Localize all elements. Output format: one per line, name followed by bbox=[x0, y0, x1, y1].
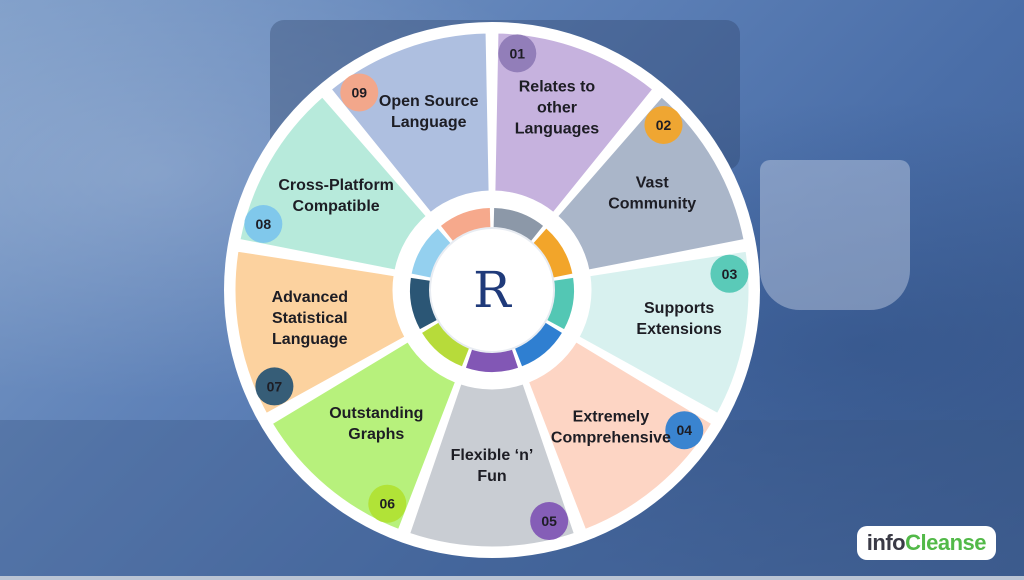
hub-slice-05 bbox=[465, 348, 519, 372]
background-coffee-cup bbox=[760, 160, 910, 310]
segment-02-number-badge bbox=[644, 105, 683, 144]
segment-03-number: 03 bbox=[722, 266, 738, 282]
segment-09-number: 09 bbox=[351, 84, 367, 100]
hub-slice-07 bbox=[410, 277, 438, 330]
segment-05-number: 05 bbox=[541, 513, 557, 529]
segment-05-label: Flexible ‘n’Fun bbox=[451, 447, 534, 485]
center-r-letter: R bbox=[473, 261, 512, 319]
infocleanse-logo: infoCleanse bbox=[856, 526, 996, 560]
segment-01-number: 01 bbox=[510, 45, 526, 61]
segment-06-number-badge bbox=[368, 484, 407, 523]
segment-03-number-badge bbox=[710, 254, 749, 293]
segment-08-number: 08 bbox=[256, 216, 272, 232]
segment-07-number: 07 bbox=[267, 378, 283, 394]
segment-02-number: 02 bbox=[656, 117, 672, 133]
logo-text-cleanse: Cleanse bbox=[905, 530, 986, 555]
logo-text-info: info bbox=[866, 530, 906, 555]
segment-01-number-badge bbox=[498, 34, 537, 73]
hub-slice-02 bbox=[533, 228, 573, 278]
hub-slice-08 bbox=[411, 228, 451, 278]
segment-04-number: 04 bbox=[677, 422, 693, 438]
hub-slice-03 bbox=[546, 277, 574, 330]
segment-08-number-badge bbox=[244, 204, 283, 243]
segment-07-number-badge bbox=[255, 367, 294, 406]
hub-slice-09 bbox=[440, 208, 491, 242]
hub-slice-06 bbox=[422, 322, 470, 367]
hub-slice-01 bbox=[493, 208, 544, 242]
segment-09-number-badge bbox=[340, 73, 379, 112]
segment-04-number-badge bbox=[665, 411, 704, 450]
hub-slice-04 bbox=[514, 322, 562, 367]
hub-core bbox=[429, 227, 555, 353]
segment-06-number: 06 bbox=[380, 496, 396, 512]
segment-05-number-badge bbox=[530, 502, 569, 541]
